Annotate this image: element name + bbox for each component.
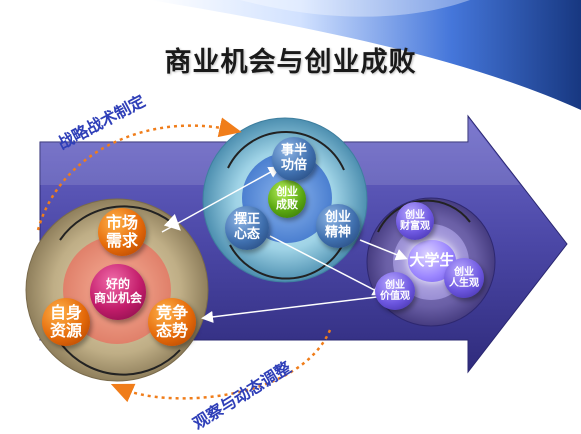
node-own-resources: 自身 资源 xyxy=(42,298,90,346)
background-swoosh xyxy=(150,0,581,110)
middle-cycle-arc xyxy=(227,131,345,171)
link-market-to-effort xyxy=(161,166,281,233)
link-values-to-competition xyxy=(201,295,386,323)
node-life-view: 创业 人生观 xyxy=(444,258,484,298)
observe-dotted-arc xyxy=(110,329,332,403)
left-cycle-arc xyxy=(59,205,181,241)
node-success-failure: 创业 成败 xyxy=(268,180,306,218)
node-spirit: 创业 精神 xyxy=(316,204,360,248)
node-effort: 事半 功倍 xyxy=(272,137,316,181)
node-market-demand: 市场 需求 xyxy=(98,208,146,256)
link-spirit-to-student xyxy=(359,239,408,261)
middle-cycle-arc-2 xyxy=(229,239,346,280)
node-competition: 竞争 态势 xyxy=(148,298,196,346)
left-cycle-arc-2 xyxy=(61,344,181,376)
background-swoosh-highlight xyxy=(240,0,470,17)
node-attitude: 摆正 心态 xyxy=(225,206,269,250)
page-title: 商业机会与创业成败 xyxy=(164,47,417,78)
node-good-opportunity: 好的 商业机会 xyxy=(90,264,146,320)
node-values-view: 创业 价值观 xyxy=(375,272,415,310)
node-wealth-view: 创业 财富观 xyxy=(396,202,434,240)
right-cycle-arc xyxy=(377,199,471,233)
strategy-dotted-arc xyxy=(36,117,242,231)
link-attitude-to-values xyxy=(269,235,385,296)
